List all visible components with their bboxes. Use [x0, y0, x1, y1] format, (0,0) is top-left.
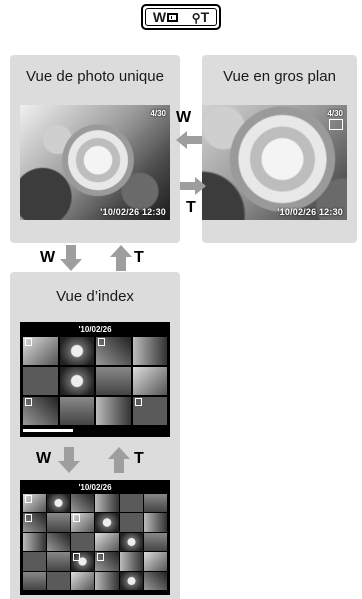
thumbnail [71, 571, 95, 590]
thumbnail [95, 571, 119, 590]
thumbnail [143, 552, 167, 571]
thumbnail [23, 494, 47, 513]
thumbnail-grid-4x3 [23, 337, 167, 425]
thumbnail [47, 552, 71, 571]
date-time-stamp: '10/02/26 12:30 [100, 207, 166, 217]
thumbnail [95, 494, 119, 513]
thumbnail [143, 532, 167, 552]
thumbnail [23, 367, 58, 395]
frame-counter: 4/30 [327, 109, 343, 118]
thumbnail [23, 571, 47, 590]
closeup-title: Vue en gros plan [223, 68, 336, 85]
thumbnail [119, 532, 143, 552]
thumbnail [143, 494, 167, 513]
thumbnail [119, 571, 143, 590]
arrow-label-w-top: W [176, 109, 192, 126]
thumbnail [47, 513, 71, 532]
index-scroll-bar [23, 429, 73, 432]
zoom-lever-badge: W ⚲T [141, 4, 221, 30]
index-title: Vue d’index [56, 288, 134, 305]
thumbnail [71, 552, 95, 571]
thumbnail [119, 513, 143, 532]
thumbnail [59, 397, 94, 425]
thumbnail [95, 552, 119, 571]
thumbnail [59, 337, 94, 365]
single-photo-screen: 4/30 '10/02/26 12:30 [20, 105, 170, 220]
arrow-label-t-right: T [186, 199, 196, 216]
thumbnail [95, 513, 119, 532]
thumbnail [47, 571, 71, 590]
index-date: '10/02/26 [78, 325, 112, 334]
thumbnail [132, 397, 167, 425]
thumbnail [143, 513, 167, 532]
closeup-panel: Vue en gros plan 4/30 '10/02/26 12:30 [202, 55, 357, 243]
thumbnail [47, 494, 71, 513]
date-time-stamp: '10/02/26 12:30 [277, 207, 343, 217]
thumbnail [96, 397, 131, 425]
frame-counter: 4/30 [150, 109, 166, 118]
rose-photo [20, 105, 170, 220]
arrow-label-t-2: T [134, 450, 144, 467]
thumbnail [96, 337, 131, 365]
thumbnail [132, 367, 167, 395]
down-arrow-icon [58, 447, 80, 473]
thumbnail [23, 513, 47, 532]
index-date: '10/02/26 [78, 483, 112, 492]
magnify-icon: ⚲ [191, 11, 201, 25]
closeup-photo-screen: 4/30 '10/02/26 12:30 [202, 105, 347, 220]
index-panel: Vue d’index '10/02/26 W T '10/02/26 [10, 272, 180, 599]
single-photo-panel: Vue de photo unique 4/30 '10/02/26 12:30 [10, 55, 180, 243]
index-screen-30: '10/02/26 [20, 480, 170, 595]
thumbnail [23, 397, 58, 425]
thumbnail [95, 532, 119, 552]
thumbnail [23, 552, 47, 571]
thumbnail-grid-6x5 [23, 494, 167, 590]
up-arrow-icon [110, 245, 132, 271]
thumbnail [23, 337, 58, 365]
thumbnail [59, 367, 94, 395]
lever-w-label: W [153, 9, 179, 25]
thumbnail [119, 552, 143, 571]
thumbnail [96, 367, 131, 395]
index-screen-12: '10/02/26 [20, 322, 170, 437]
lever-t-label: ⚲T [191, 9, 210, 25]
arrow-label-w-2: W [36, 450, 52, 467]
arrow-label-w-1: W [40, 249, 56, 266]
thumbnail [143, 571, 167, 590]
left-arrow-icon [176, 131, 202, 149]
zoom-position-icon [329, 119, 343, 130]
thumbnail [47, 532, 71, 552]
thumbnail [119, 494, 143, 513]
thumbnail [23, 532, 47, 552]
thumbnail [132, 337, 167, 365]
thumbnail [71, 494, 95, 513]
single-photo-title: Vue de photo unique [26, 68, 164, 85]
thumbnail [71, 532, 95, 552]
arrow-label-t-1: T [134, 249, 144, 266]
thumbnail [71, 513, 95, 532]
right-arrow-icon [180, 177, 206, 195]
index-grid-icon [167, 13, 179, 22]
down-arrow-icon [60, 245, 82, 271]
rose-closeup-photo [202, 105, 347, 220]
up-arrow-icon [108, 447, 130, 473]
